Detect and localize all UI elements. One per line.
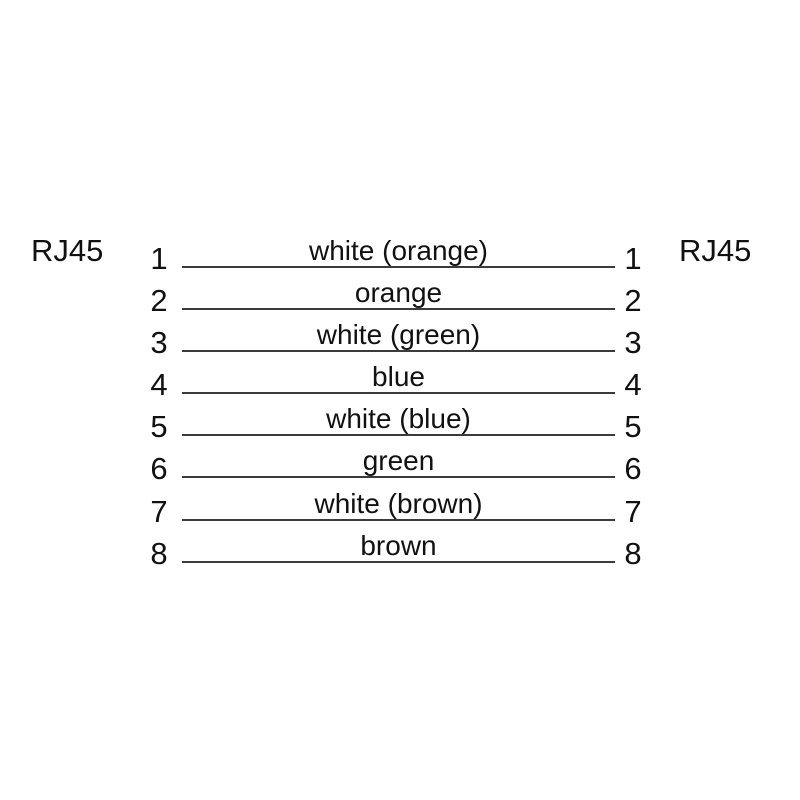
wire-color-label: blue (372, 361, 425, 392)
wire-line (182, 434, 615, 436)
right-pin-number: 5 (624, 409, 642, 444)
right-pin-number: 6 (624, 451, 642, 486)
wire-line (182, 519, 615, 521)
wire-color-label: green (362, 445, 435, 476)
right-pin-number: 2 (624, 283, 642, 318)
left-pin-number: 2 (150, 283, 168, 318)
left-pin-number: 1 (150, 241, 168, 276)
wire-color-label: white (brown) (314, 488, 483, 519)
right-connector-label: RJ45 (679, 233, 752, 268)
wire-color-label: white (blue) (326, 403, 471, 434)
wire-line (182, 266, 615, 268)
wire-line (182, 350, 615, 352)
right-pin-number: 8 (624, 536, 642, 571)
left-pin-number: 6 (150, 451, 168, 486)
wire-line (182, 476, 615, 478)
wire-line (182, 308, 615, 310)
left-pin-number: 4 (150, 367, 168, 402)
left-pin-number: 3 (150, 325, 168, 360)
left-pin-number: 8 (150, 536, 168, 571)
right-pin-number: 7 (624, 494, 642, 529)
wire-line (182, 392, 615, 394)
wire-color-label: white (orange) (309, 235, 488, 266)
wire-color-label: brown (360, 530, 437, 561)
left-connector-label: RJ45 (31, 233, 104, 268)
right-pin-number: 1 (624, 241, 642, 276)
left-pin-number: 7 (150, 494, 168, 529)
wire-line (182, 561, 615, 563)
right-pin-number: 4 (624, 367, 642, 402)
left-pin-number: 5 (150, 409, 168, 444)
wire-color-label: white (green) (316, 319, 481, 350)
right-pin-number: 3 (624, 325, 642, 360)
wire-color-label: orange (354, 277, 443, 308)
